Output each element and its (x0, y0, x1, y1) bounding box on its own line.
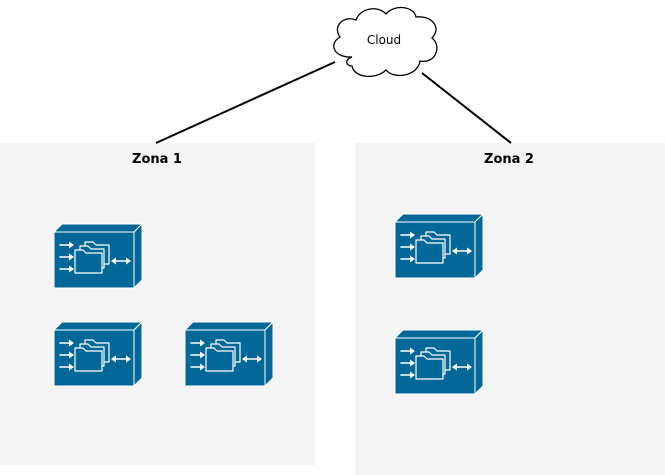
link-cloud-zone-2[interactable] (421, 72, 512, 144)
zone-1-area (0, 143, 315, 465)
cloud-label: Cloud (367, 33, 401, 47)
file-server-icon[interactable] (53, 223, 143, 289)
zone-2-area (355, 143, 665, 475)
file-server-icon[interactable] (394, 213, 484, 279)
zone-2-title: Zona 2 (484, 152, 534, 167)
zone-1-title: Zona 1 (132, 152, 182, 167)
cloud-node[interactable]: Cloud (333, 6, 438, 77)
file-server-icon[interactable] (53, 321, 143, 387)
link-cloud-zone-1[interactable] (155, 61, 336, 144)
file-server-icon[interactable] (184, 321, 274, 387)
file-server-icon[interactable] (394, 329, 484, 395)
cloud-icon (333, 6, 438, 77)
